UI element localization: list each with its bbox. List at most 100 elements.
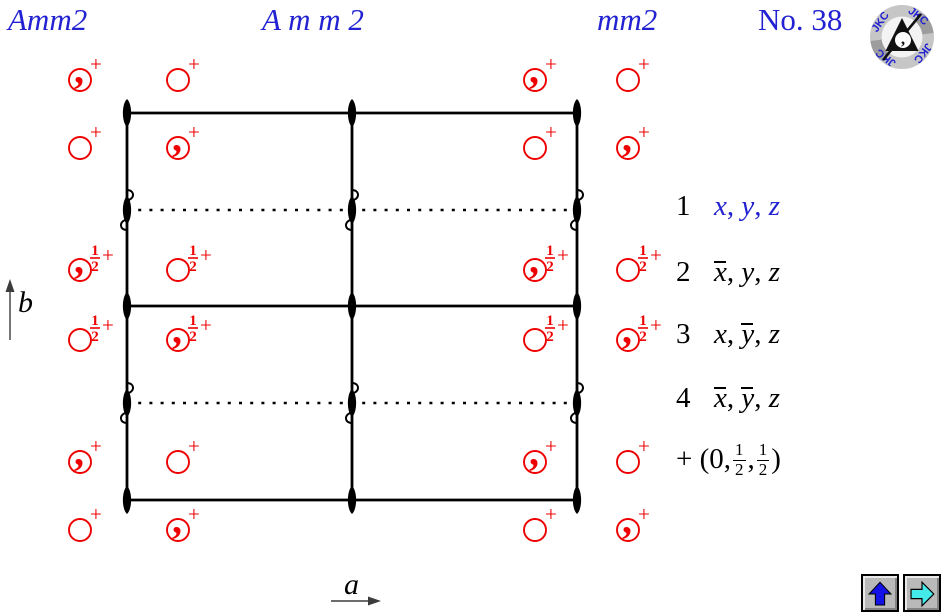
atom-height-plus: + bbox=[557, 313, 569, 337]
atom-height-plus: + bbox=[638, 502, 650, 526]
atom-circle bbox=[523, 136, 547, 160]
atom-height-fraction-denominator: 2 bbox=[91, 259, 99, 275]
twofold-screw-axis-icon bbox=[122, 196, 132, 224]
twofold-axis-icon bbox=[122, 292, 132, 320]
coordinate-row-number: 3 bbox=[676, 318, 691, 350]
atom-circle bbox=[616, 136, 640, 160]
atom-height-fraction-numerator: 1 bbox=[91, 243, 99, 259]
atom-comma-glyph: , bbox=[74, 237, 84, 282]
atom-height-plus: + bbox=[545, 434, 557, 458]
atom-height-plus: + bbox=[188, 434, 200, 458]
atom-height-fraction-denominator: 2 bbox=[546, 329, 554, 345]
next-arrow-icon bbox=[910, 580, 935, 607]
atom-height-plus: + bbox=[188, 52, 200, 76]
screw-axis-hooks bbox=[345, 382, 359, 424]
atom-height-plus: + bbox=[200, 243, 212, 267]
twofold-screw-axis-icon bbox=[572, 196, 582, 224]
twofold-axis-icon bbox=[347, 292, 357, 320]
atom-height-fraction-denominator: 2 bbox=[189, 329, 197, 345]
coordinate-row: 1 x, y, z bbox=[676, 190, 780, 223]
b-axis-label: b bbox=[18, 286, 33, 319]
atom-height-plus: + bbox=[638, 434, 650, 458]
coordinate-values: x, y, z bbox=[714, 318, 781, 350]
twofold-screw-axis-icon bbox=[572, 389, 582, 417]
atom-height-fraction-numerator: 1 bbox=[91, 313, 99, 329]
twofold-screw-axis-icon bbox=[122, 389, 132, 417]
atom-height-plus: + bbox=[545, 502, 557, 526]
coordinate-values: x, y, z bbox=[714, 190, 781, 222]
atom-height-plus: + bbox=[650, 313, 662, 337]
atom-height-fraction-denominator: 2 bbox=[546, 259, 554, 275]
atom-height-plus: + bbox=[545, 52, 557, 76]
b-axis-arrowhead bbox=[5, 279, 15, 292]
nav-up-button[interactable] bbox=[861, 574, 899, 612]
atom-circle bbox=[523, 518, 547, 542]
atom-circle bbox=[166, 450, 190, 474]
atom-height-fraction-denominator: 2 bbox=[189, 259, 197, 275]
atom-circle bbox=[68, 136, 92, 160]
atom-comma-glyph: , bbox=[172, 307, 182, 352]
atom-height-fraction-numerator: 1 bbox=[546, 243, 554, 259]
atom-comma-glyph: , bbox=[529, 47, 539, 92]
coordinate-values: x, y, z bbox=[714, 382, 781, 414]
a-axis-arrowhead bbox=[368, 596, 381, 606]
twofold-axis-icon bbox=[572, 292, 582, 320]
atom-comma-glyph: , bbox=[529, 237, 539, 282]
atom-circle bbox=[68, 258, 92, 282]
atom-height-plus: + bbox=[90, 434, 102, 458]
atom-height-plus: + bbox=[200, 313, 212, 337]
a-axis-label: a bbox=[344, 568, 359, 601]
coordinate-row-number: 1 bbox=[676, 190, 691, 222]
logo-comma-disc bbox=[895, 32, 911, 48]
atom-height-fraction-numerator: 1 bbox=[546, 313, 554, 329]
atom-comma-glyph: , bbox=[74, 429, 84, 474]
atom-height-plus: + bbox=[188, 502, 200, 526]
space-group-symbol-spaced: A m m 2 bbox=[262, 2, 364, 37]
screw-axis-hooks bbox=[120, 189, 134, 231]
twofold-axis-icon bbox=[572, 486, 582, 514]
atom-circle bbox=[166, 258, 190, 282]
atom-height-plus: + bbox=[90, 502, 102, 526]
atom-comma-glyph: , bbox=[622, 115, 632, 160]
atom-circle bbox=[523, 450, 547, 474]
atom-circle bbox=[616, 450, 640, 474]
atom-height-plus: + bbox=[650, 243, 662, 267]
atom-height-fraction-denominator: 2 bbox=[639, 329, 647, 345]
atom-circle bbox=[68, 328, 92, 352]
atom-height-plus: + bbox=[90, 52, 102, 76]
coordinate-row-number: 4 bbox=[676, 382, 691, 414]
atom-height-plus: + bbox=[638, 52, 650, 76]
atom-circle bbox=[166, 136, 190, 160]
twofold-axis-icon bbox=[347, 486, 357, 514]
atom-circle bbox=[616, 258, 640, 282]
coordinate-values: x, y, z bbox=[714, 256, 781, 288]
space-group-symbol: Amm2 bbox=[8, 2, 88, 37]
atom-circle bbox=[616, 68, 640, 92]
atom-circle bbox=[616, 328, 640, 352]
atom-height-fraction-denominator: 2 bbox=[91, 329, 99, 345]
screw-axis-hooks bbox=[120, 382, 134, 424]
atom-circle bbox=[166, 68, 190, 92]
atom-comma-glyph: , bbox=[172, 115, 182, 160]
atom-circle bbox=[523, 328, 547, 352]
atom-comma-glyph: , bbox=[172, 497, 182, 542]
space-group-number: No. 38 bbox=[758, 2, 843, 37]
twofold-axis-icon bbox=[572, 99, 582, 127]
twofold-screw-axis-icon bbox=[347, 196, 357, 224]
atom-height-plus: + bbox=[102, 243, 114, 267]
atom-comma-glyph: , bbox=[74, 47, 84, 92]
nav-next-button[interactable] bbox=[903, 574, 941, 612]
screw-axis-hooks bbox=[570, 382, 584, 424]
logo-comma: , bbox=[901, 29, 905, 48]
atom-circle bbox=[166, 328, 190, 352]
atom-height-fraction-numerator: 1 bbox=[189, 313, 197, 329]
atom-height-fraction-numerator: 1 bbox=[639, 243, 647, 259]
atom-circle bbox=[523, 258, 547, 282]
atom-height-fraction-numerator: 1 bbox=[639, 313, 647, 329]
atom-height-plus: + bbox=[545, 120, 557, 144]
atom-circle bbox=[68, 450, 92, 474]
point-group-symbol: mm2 bbox=[597, 2, 658, 37]
